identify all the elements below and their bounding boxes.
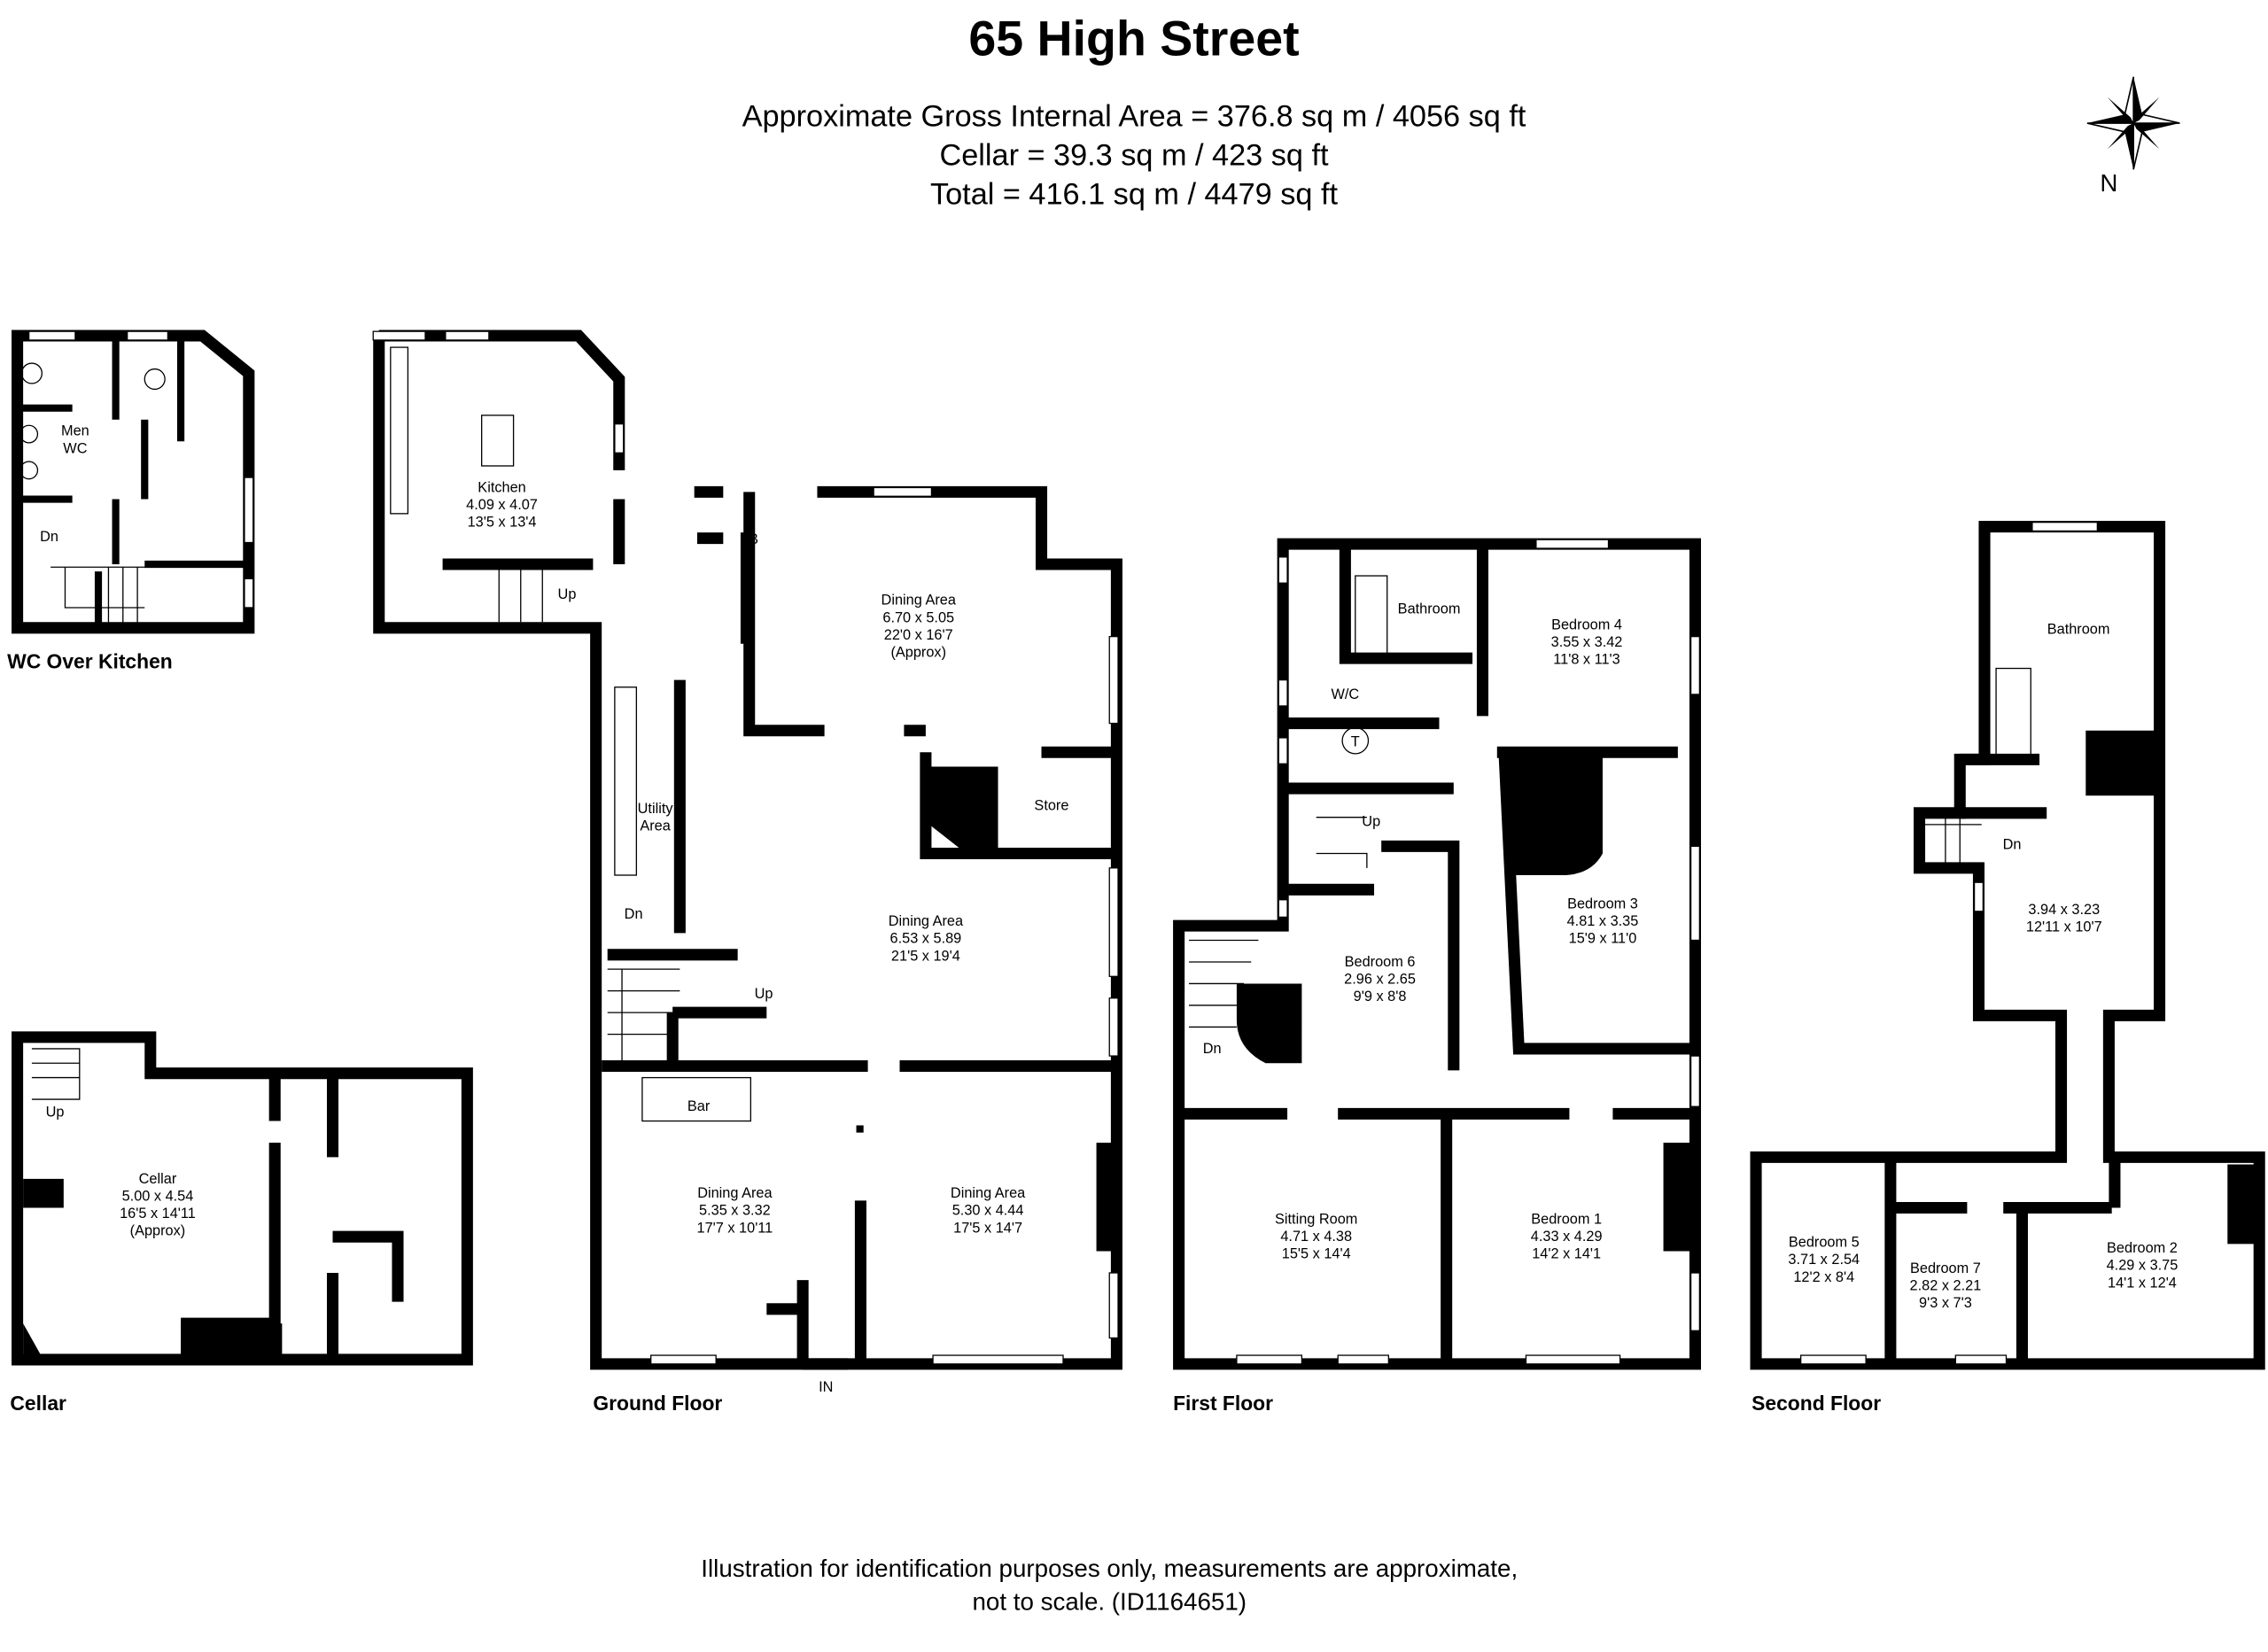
room-label: Store [1034,798,1068,814]
room-label: Dn [1203,1041,1222,1057]
room-label: Bedroom 5 [1789,1235,1860,1251]
room-dimension: (Approx) [890,644,946,660]
room-dimension: 12'11 x 10'7 [2026,919,2102,935]
room-dimension: 12'2 x 8'4 [1793,1269,1854,1285]
room-label: Sitting Room [1275,1211,1357,1227]
room-label: Cellar [139,1171,177,1187]
room-label: Dining Area [697,1185,773,1201]
room-label: W/C [1332,686,1360,702]
room-dimension: WC [63,440,87,456]
disclaimer-line-1: Illustration for identification purposes… [701,1555,1518,1582]
cellar-area-text: Cellar = 39.3 sq m / 423 sq ft [939,138,1328,172]
room-dimension: Area [640,818,671,834]
room-dimension: 6.53 x 5.89 [890,931,962,947]
total-area-text: Total = 416.1 sq m / 4479 sq ft [930,177,1338,211]
page-title: 65 High Street [968,11,1299,66]
room-label: T [1351,734,1360,750]
room-dimension: 3.71 x 2.54 [1788,1252,1860,1268]
room-label: Bedroom 6 [1345,954,1416,970]
room-dimension: 21'5 x 19'4 [891,948,960,964]
room-label: B [749,531,758,547]
room-label: Bedroom 2 [2107,1240,2178,1256]
room-dimension: 17'5 x 14'7 [953,1220,1022,1236]
room-dimension: 3.55 x 3.42 [1551,634,1623,650]
floor-label-second-floor: Second Floor [1751,1392,1881,1415]
room-dimension: 15'9 x 11'0 [1569,931,1637,947]
gross-area-text: Approximate Gross Internal Area = 376.8 … [742,99,1526,133]
room-dimension: 13'5 x 13'4 [468,515,537,531]
room-label: Kitchen [478,479,525,495]
ground-floor-plan [372,330,1122,1370]
room-label: Bedroom 3 [1567,896,1638,912]
room-dimension: 4.71 x 4.38 [1280,1229,1352,1245]
room-dimension: 4.81 x 3.35 [1567,913,1639,929]
room-label: Bedroom 4 [1551,617,1622,632]
room-label: Bedroom 1 [1531,1211,1602,1227]
room-dimension: 17'7 x 10'11 [697,1220,773,1236]
room-dimension: (Approx) [130,1223,186,1239]
floor-label-wc-over-kitchen: WC Over Kitchen [7,650,173,673]
room-dimension: 11'8 x 11'3 [1553,652,1619,668]
room-label: Bathroom [2047,621,2110,637]
room-label: Bathroom [1398,601,1461,617]
room-label: Dn [2003,837,2022,853]
floor-label-cellar: Cellar [10,1392,66,1415]
room-label: Up [558,586,577,602]
room-label: Utility [638,801,674,817]
room-label: Dining Area [882,593,957,609]
room-label: Dining Area [889,913,964,929]
floor-label-first-floor: First Floor [1173,1392,1273,1415]
cellar-plan [12,1031,473,1366]
room-label: Bar [687,1098,711,1114]
room-dimension: 9'3 x 7'3 [1919,1295,1972,1311]
compass-north-label: N [2100,169,2117,197]
compass-rose-icon [2086,76,2180,170]
second-floor-plan [1750,521,2265,1370]
room-dimension: 9'9 x 8'8 [1354,989,1407,1004]
room-label: Dn [625,906,643,922]
floor-label-ground-floor: Ground Floor [593,1392,722,1415]
room-dimension: 16'5 x 14'11 [120,1206,196,1222]
room-dimension: 14'1 x 12'4 [2108,1275,2177,1291]
room-dimension: 4.29 x 3.75 [2107,1258,2179,1274]
room-dimension: 4.33 x 4.29 [1531,1229,1603,1245]
room-dimension: 4.09 x 4.07 [466,497,538,513]
room-label: Men [61,423,89,439]
wc-over-kitchen-plan [12,330,255,634]
room-dimension: 5.30 x 4.44 [952,1203,1024,1219]
room-dimension: 15'5 x 14'4 [1282,1246,1351,1262]
room-dimension: 5.00 x 4.54 [122,1188,194,1204]
room-label: Up [46,1105,65,1121]
room-dimension: 2.82 x 2.21 [1910,1278,1982,1294]
room-dimension: 2.96 x 2.65 [1344,971,1416,987]
room-label: Bedroom 7 [1910,1260,1981,1276]
room-label: Dining Area [951,1185,1026,1201]
room-label: Dn [40,529,58,545]
room-label: Up [755,986,773,1002]
room-label: 3.94 x 3.23 [2028,902,2100,918]
room-dimension: 14'2 x 14'1 [1532,1246,1601,1262]
room-dimension: 22'0 x 16'7 [884,627,953,643]
room-label: Up [1362,814,1380,830]
room-dimension: 6.70 x 5.05 [882,609,954,625]
first-floor-plan [1173,538,1701,1370]
disclaimer-line-2: not to scale. (ID1164651) [972,1587,1247,1615]
room-label: IN [819,1379,833,1395]
room-dimension: 5.35 x 3.32 [699,1203,771,1219]
